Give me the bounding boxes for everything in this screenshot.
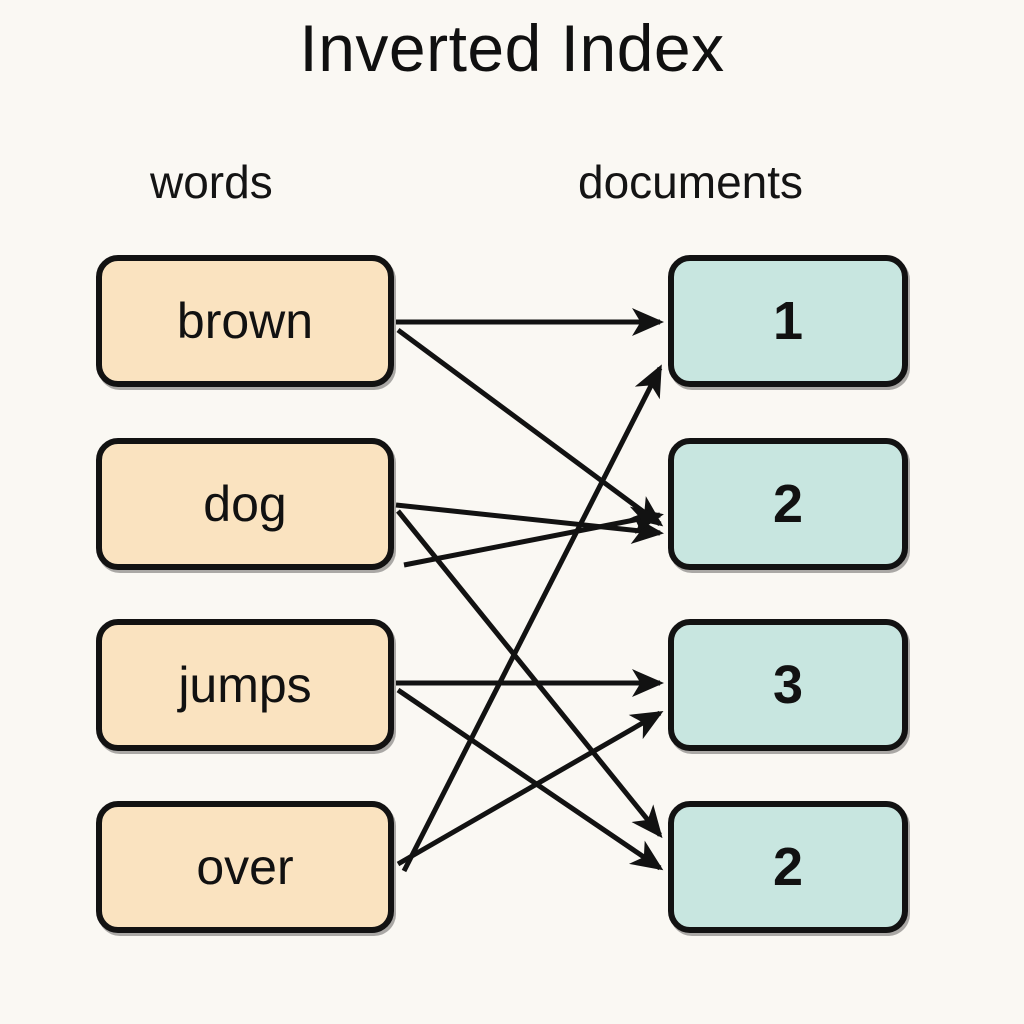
jumps-to-doc-4 [396,687,664,871]
column-header-words: words [150,156,273,208]
dog-to-doc-2 [395,502,664,544]
document-label: 1 [772,291,804,351]
word-node-brown[interactable]: brown [96,255,394,387]
word-label: brown [176,293,314,349]
document-node-2[interactable]: 2 [668,438,908,570]
over-to-doc-3 [396,710,664,867]
document-label: 2 [772,837,804,897]
document-label: 2 [772,474,804,534]
word-label: dog [203,476,287,532]
over-to-doc-1 [401,364,663,873]
word-node-jumps[interactable]: jumps [96,619,394,751]
dog-to-doc-4 [396,509,663,839]
word-label: over [196,839,294,895]
brown-to-doc-2 [396,327,664,527]
column-header-documents: documents [578,156,804,208]
document-node-1[interactable]: 1 [668,255,908,387]
document-node-3[interactable]: 3 [668,619,908,751]
word-node-dog[interactable]: dog [96,438,394,570]
document-label: 3 [772,655,804,715]
stray-to-doc-2 [403,506,664,568]
word-node-over[interactable]: over [96,801,394,933]
word-label: jumps [178,657,312,713]
page-title: Inverted Index [299,11,725,85]
document-node-4[interactable]: 2 [668,801,908,933]
